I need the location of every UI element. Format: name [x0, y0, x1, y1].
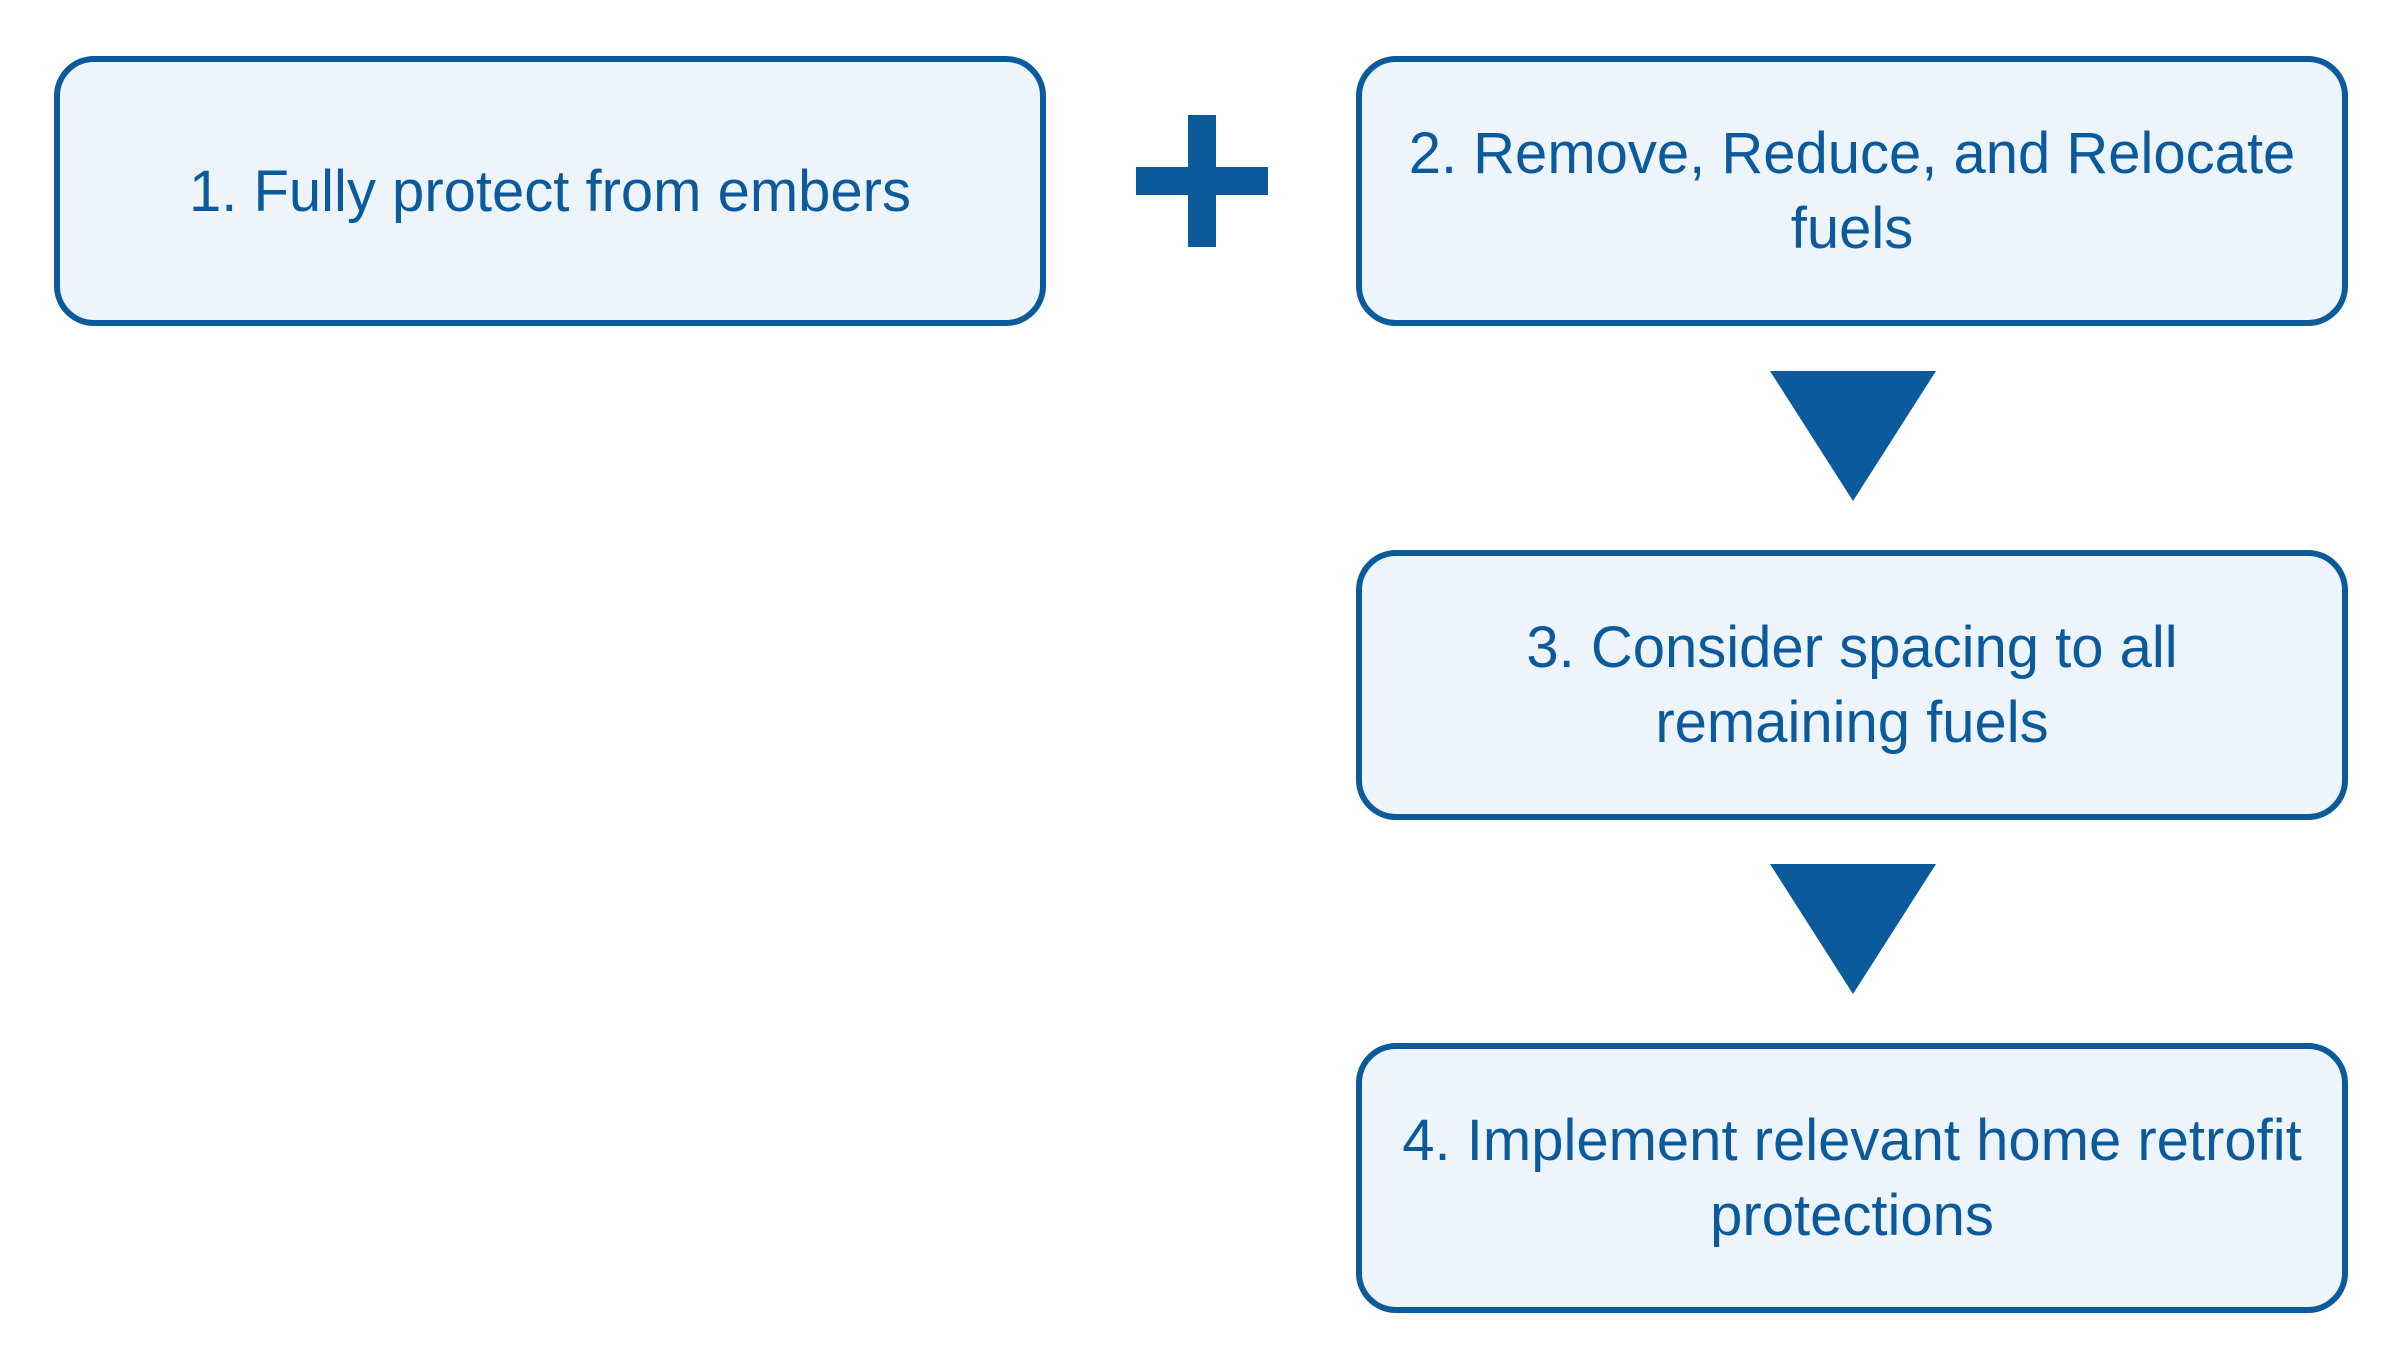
- down-arrow-icon: [1770, 864, 1936, 994]
- step-label-1: 1. Fully protect from embers: [189, 158, 911, 224]
- step-box-1: 1. Fully protect from embers: [54, 56, 1046, 326]
- step-label-3: 3. Consider spacing to all remaining fue…: [1526, 615, 2178, 755]
- step-box-4: 4. Implement relevant home retrofit prot…: [1356, 1043, 2348, 1313]
- step-label-2: 2. Remove, Reduce, and Relocate fuels: [1408, 121, 2296, 261]
- step-box-3: 3. Consider spacing to all remaining fue…: [1356, 550, 2348, 820]
- step-label-4: 4. Implement relevant home retrofit prot…: [1402, 1108, 2302, 1248]
- down-arrow-icon: [1770, 371, 1936, 501]
- step-box-2: 2. Remove, Reduce, and Relocate fuels: [1356, 56, 2348, 326]
- plus-icon: [1136, 115, 1268, 247]
